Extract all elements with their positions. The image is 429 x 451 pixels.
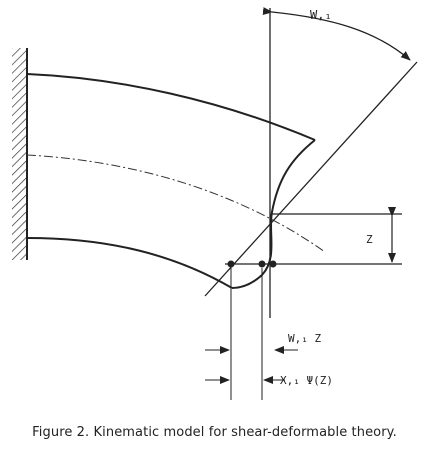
- z-label: Z: [366, 233, 373, 246]
- figure-caption: Figure 2. Kinematic model for shear-defo…: [32, 425, 397, 440]
- point-rotated: [258, 260, 266, 268]
- beam-bottom-edge: [26, 237, 233, 289]
- rotated-normal-line: [204, 61, 418, 297]
- beam-centerline: [26, 154, 326, 253]
- fixed-wall: [12, 48, 28, 260]
- rotation-angle-label: W,₁: [310, 8, 332, 22]
- warped-cross-section: [231, 139, 316, 289]
- w1z-label: W,₁ Z: [288, 332, 321, 345]
- point-original: [227, 260, 235, 268]
- kinematic-diagram: W,₁ Z W,₁ Z X,₁ Ψ(Z): [12, 7, 418, 400]
- point-warped: [269, 260, 277, 268]
- rotation-arc: [262, 7, 411, 61]
- warping-label: X,₁ Ψ(Z): [280, 374, 333, 387]
- beam-top-edge: [26, 73, 316, 141]
